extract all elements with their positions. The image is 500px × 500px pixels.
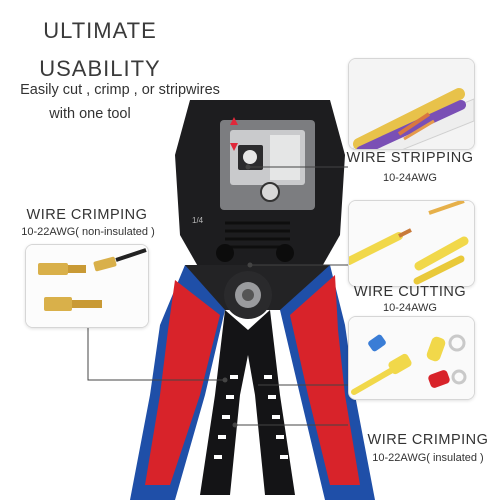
headline-line-1: ULTIMATE: [43, 18, 157, 43]
insulated-terminal-icon: [349, 317, 474, 399]
tagline-line-1: Easily cut , crimp , or stripwires: [20, 82, 220, 98]
svg-text:1/4: 1/4: [192, 216, 204, 225]
wire-cutting-title: WIRE CUTTING: [353, 284, 467, 300]
wire-crimping-noninsulated-panel: [25, 244, 149, 328]
wire-cutting-range: 10-24AWG: [382, 302, 437, 314]
headline-line-2: USABILITY: [39, 56, 161, 81]
crimp-terminal-icon: [26, 245, 148, 327]
wire-crimping-noninsulated-title: WIRE CRIMPING: [26, 207, 148, 223]
wire-cutting-panel: [348, 200, 475, 287]
stripping-tool-icon: [349, 59, 474, 149]
wire-crimping-insulated-range: 10-22AWG( insulated ): [372, 452, 484, 464]
cut-wire-icon: [349, 201, 474, 286]
wire-crimping-noninsulated-range: 10-22AWG( non-insulated ): [21, 226, 155, 238]
tagline-line-2: with one tool: [49, 106, 131, 122]
wire-stripping-title: WIRE STRIPPING: [346, 150, 474, 166]
wire-stripping-range: 10-24AWG: [382, 172, 437, 184]
wire-crimping-insulated-title: WIRE CRIMPING: [367, 432, 489, 448]
wire-stripping-panel: [348, 58, 475, 150]
wire-stripper-tool-illustration: 1/4: [130, 100, 375, 500]
wire-crimping-insulated-panel: [348, 316, 475, 400]
